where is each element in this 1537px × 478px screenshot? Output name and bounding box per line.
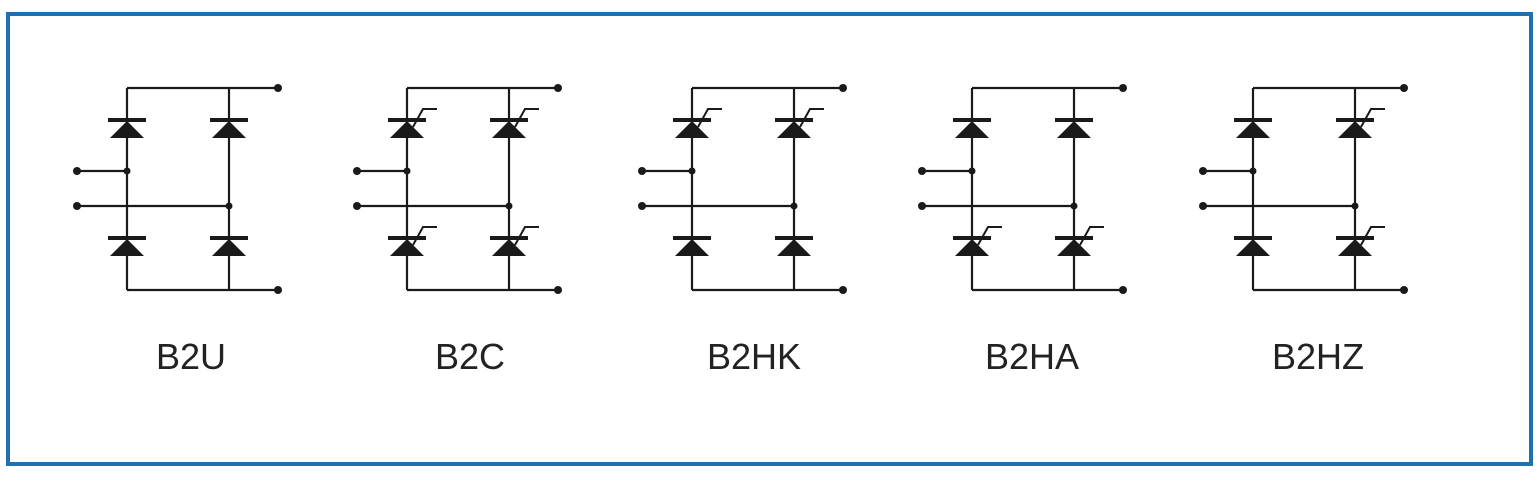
gate-lead	[514, 226, 539, 246]
junction	[1351, 202, 1359, 210]
terminal-ac-2	[638, 202, 646, 210]
circuit-label-b2ha: B2HA	[984, 336, 1080, 377]
gate-lead	[514, 108, 539, 128]
terminal-ac-2	[353, 202, 361, 210]
circuit-label-b2hz: B2HZ	[1271, 336, 1365, 377]
diode-symbol	[775, 236, 813, 256]
junction	[123, 167, 131, 175]
diode-symbol	[1234, 236, 1272, 256]
gate-lead	[412, 226, 437, 246]
diode-symbol	[673, 236, 711, 256]
junction	[1249, 167, 1257, 175]
thyristor-symbol	[1336, 108, 1385, 138]
junction	[688, 167, 696, 175]
thyristor-symbol	[1055, 226, 1104, 256]
terminal-dc-plus	[839, 84, 847, 92]
junction	[1070, 202, 1078, 210]
thyristor-symbol	[673, 108, 722, 138]
diode-symbol	[1234, 118, 1272, 138]
thyristor-symbol	[388, 108, 437, 138]
diode-symbol	[210, 118, 248, 138]
diode-symbol	[210, 236, 248, 256]
gate-lead	[799, 108, 824, 128]
gate-lead	[977, 226, 1002, 246]
thyristor-symbol	[775, 108, 824, 138]
diode-symbol	[1055, 118, 1093, 138]
terminal-ac-1	[918, 167, 926, 175]
bridge-circuit-b2u	[73, 84, 282, 294]
thyristor-symbol	[953, 226, 1002, 256]
terminal-dc-plus	[274, 84, 282, 92]
gate-lead	[1360, 108, 1385, 128]
thyristor-symbol	[1336, 226, 1385, 256]
junction	[225, 202, 233, 210]
terminal-ac-2	[1199, 202, 1207, 210]
terminal-ac-2	[918, 202, 926, 210]
gate-lead	[412, 108, 437, 128]
circuit-label-b2c: B2C	[434, 336, 506, 377]
terminal-dc-minus	[554, 286, 562, 294]
diode-symbol	[953, 118, 991, 138]
bridge-circuit-b2c	[353, 84, 562, 294]
junction	[505, 202, 513, 210]
terminal-ac-1	[353, 167, 361, 175]
terminal-dc-plus	[1400, 84, 1408, 92]
terminal-ac-1	[73, 167, 81, 175]
thyristor-symbol	[388, 226, 437, 256]
terminal-dc-minus	[839, 286, 847, 294]
terminal-ac-1	[1199, 167, 1207, 175]
junction	[968, 167, 976, 175]
bridge-circuit-b2hz	[1199, 84, 1408, 294]
terminal-ac-1	[638, 167, 646, 175]
bridge-circuit-b2ha	[918, 84, 1127, 294]
thyristor-symbol	[490, 108, 539, 138]
thyristor-symbol	[490, 226, 539, 256]
circuit-label-b2u: B2U	[155, 336, 227, 377]
terminal-dc-plus	[1119, 84, 1127, 92]
diode-symbol	[108, 236, 146, 256]
terminal-dc-minus	[1400, 286, 1408, 294]
gate-lead	[697, 108, 722, 128]
junction	[790, 202, 798, 210]
terminal-dc-plus	[554, 84, 562, 92]
gate-lead	[1079, 226, 1104, 246]
terminal-ac-2	[73, 202, 81, 210]
bridge-circuit-b2hk	[638, 84, 847, 294]
diode-symbol	[108, 118, 146, 138]
circuit-label-b2hk: B2HK	[706, 336, 802, 377]
junction	[403, 167, 411, 175]
terminal-dc-minus	[1119, 286, 1127, 294]
gate-lead	[1360, 226, 1385, 246]
terminal-dc-minus	[274, 286, 282, 294]
